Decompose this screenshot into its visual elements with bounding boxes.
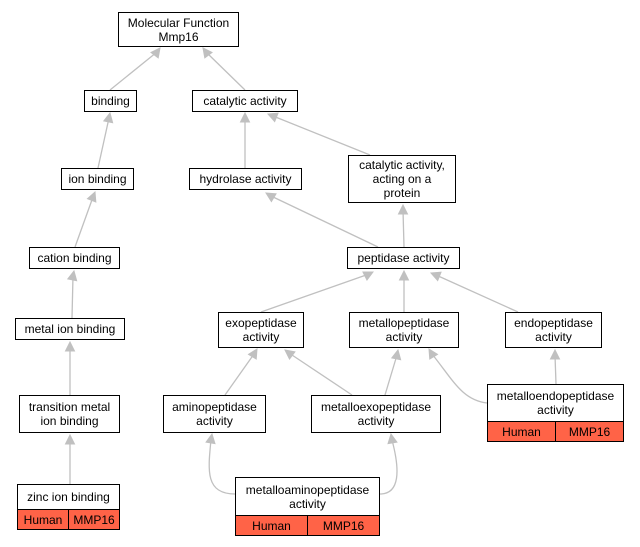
node-label: ion binding	[68, 172, 127, 186]
arrowhead	[549, 348, 561, 360]
arrowhead	[86, 190, 97, 203]
edge-metalloendo-to-endopeptidase	[554, 354, 557, 385]
node-label: endopeptidase activity	[514, 316, 593, 344]
gene-tag: MMP16	[555, 422, 623, 441]
annotation-row: Human MMP16	[488, 421, 623, 441]
gene-tag: MMP16	[68, 510, 119, 529]
edge-peptidase-to-hydrolase	[270, 195, 379, 248]
node-label: catalytic activity, acting on a protein	[359, 158, 445, 200]
arrowhead	[398, 269, 410, 281]
node-label: metalloexopeptidase activity	[320, 400, 432, 428]
arrowhead	[390, 348, 402, 361]
edge-metalloamino-to-aminopeptidase	[208, 439, 236, 495]
edge-exopeptidase-to-peptidase	[260, 273, 370, 313]
node-metallopeptidase-activity[interactable]: metallopeptidase activity	[349, 312, 459, 348]
arrowhead	[362, 271, 375, 281]
edge-metalloexo-to-metallopeptidase	[384, 354, 398, 396]
edge-cation-to-ion-binding	[74, 196, 94, 248]
node-metalloendopeptidase-activity[interactable]: metalloendopeptidase activity Human MMP1…	[487, 384, 624, 442]
node-endopeptidase-activity[interactable]: endopeptidase activity	[505, 312, 602, 348]
node-label: metallopeptidase activity	[358, 316, 450, 344]
arrowhead	[102, 111, 114, 124]
edge-metalloamino-to-metalloexo	[379, 439, 398, 495]
arrowhead	[429, 271, 442, 282]
node-transition-metal-ion-binding[interactable]: transition metal ion binding	[19, 395, 120, 433]
node-label: Molecular Function Mmp16	[127, 15, 230, 44]
arrowhead	[247, 348, 258, 360]
edge-catalytic-protein-to-catalytic	[272, 115, 371, 156]
gene-tag: MMP16	[307, 516, 379, 535]
species-tag: Human	[252, 518, 291, 533]
node-label: aminopeptidase activity	[172, 400, 257, 428]
node-label: peptidase activity	[357, 251, 450, 265]
arrowhead	[64, 433, 76, 445]
node-exopeptidase-activity[interactable]: exopeptidase activity	[218, 312, 304, 348]
node-binding[interactable]: binding	[84, 90, 137, 112]
arrowhead	[202, 47, 213, 59]
node-metal-ion-binding[interactable]: metal ion binding	[15, 318, 125, 340]
edge-catalytic-to-molecular-function	[205, 51, 246, 91]
node-label: transition metal ion binding	[28, 400, 111, 428]
edge-endopeptidase-to-peptidase	[435, 274, 519, 313]
node-hydrolase-activity[interactable]: hydrolase activity	[189, 168, 302, 190]
node-aminopeptidase-activity[interactable]: aminopeptidase activity	[163, 395, 266, 433]
node-label: metal ion binding	[24, 322, 116, 336]
arrowhead	[150, 47, 161, 59]
arrowhead	[239, 111, 251, 123]
arrowhead	[428, 348, 439, 360]
edge-ion-binding-to-binding	[97, 117, 110, 169]
node-ion-binding[interactable]: ion binding	[61, 168, 134, 190]
arrowhead	[284, 349, 296, 360]
node-label: hydrolase activity	[199, 172, 292, 186]
node-molecular-function[interactable]: Molecular Function Mmp16	[118, 12, 239, 47]
node-zinc-ion-binding[interactable]: zinc ion binding Human MMP16	[17, 484, 120, 530]
arrowhead	[265, 192, 277, 203]
edge-binding-to-molecular-function	[109, 51, 158, 91]
node-metalloexopeptidase-activity[interactable]: metalloexopeptidase activity	[311, 395, 441, 433]
node-label: metalloendopeptidase activity	[496, 389, 615, 417]
species-tag: Human	[23, 512, 63, 527]
node-cation-binding[interactable]: cation binding	[29, 247, 120, 269]
node-label: binding	[91, 94, 130, 108]
node-label: cation binding	[37, 251, 112, 265]
edge-peptidase-to-catalytic-protein	[402, 209, 405, 248]
edge-metalloendo-to-metallopeptidase	[431, 353, 488, 404]
arrowhead	[66, 269, 78, 282]
node-label: exopeptidase activity	[225, 316, 297, 344]
arrowhead	[205, 432, 216, 445]
node-peptidase-activity[interactable]: peptidase activity	[347, 247, 460, 269]
node-label: zinc ion binding	[27, 490, 110, 504]
edge-aminopeptidase-to-exopeptidase	[224, 353, 255, 396]
node-catalytic-activity[interactable]: catalytic activity	[192, 90, 298, 112]
species-tag: Human	[502, 424, 541, 439]
arrowhead	[387, 432, 398, 445]
annotation-row: Human MMP16	[236, 515, 379, 535]
arrowhead	[397, 203, 409, 215]
annotation-row: Human MMP16	[18, 509, 119, 529]
arrowhead	[64, 340, 76, 352]
edge-metal-ion-to-cation	[71, 275, 74, 319]
node-label: catalytic activity	[203, 94, 287, 108]
node-metalloaminopeptidase-activity[interactable]: metalloaminopeptidase activity Human MMP…	[235, 477, 380, 536]
arrowhead	[266, 112, 279, 123]
node-label: metalloaminopeptidase activity	[245, 482, 370, 511]
node-catalytic-activity-on-protein[interactable]: catalytic activity, acting on a protein	[348, 155, 456, 203]
edge-metalloexo-to-exopeptidase	[288, 352, 353, 396]
